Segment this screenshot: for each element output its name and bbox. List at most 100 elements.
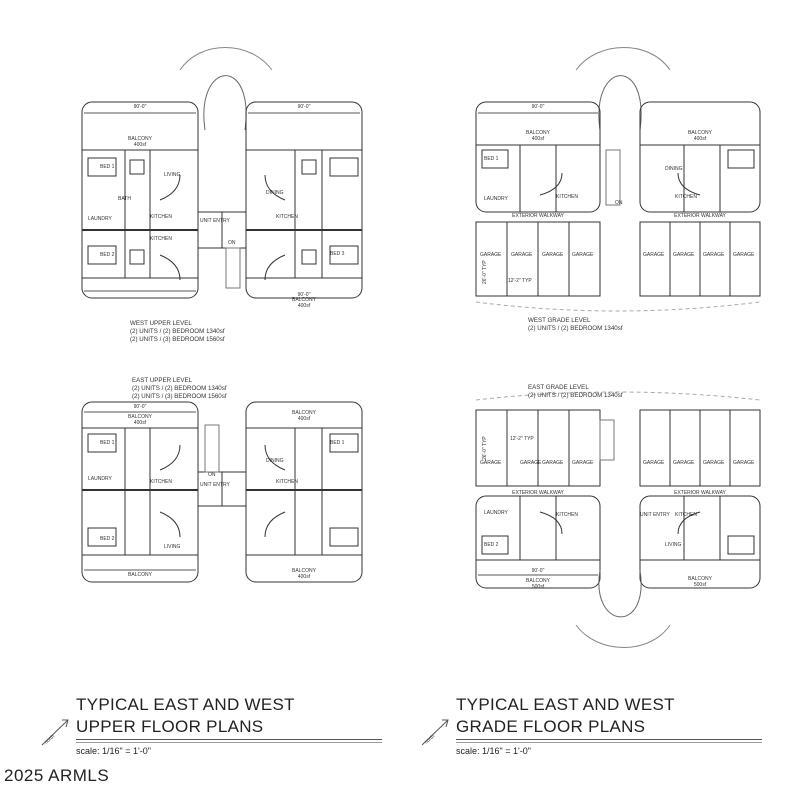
plan-caption: (2) UNITS / (2) BEDROOM 1340sf — [528, 325, 623, 332]
room-label: KITCHEN — [556, 512, 578, 518]
walkway-label: EXTERIOR WALKWAY — [512, 490, 564, 496]
entry-arch — [598, 75, 642, 131]
right-title-line1: TYPICAL EAST AND WEST — [456, 695, 675, 714]
garage-label: GARAGE — [542, 460, 564, 466]
balcony-area: 500sf — [532, 584, 545, 590]
balcony-area: 400sf — [532, 136, 545, 142]
balcony-area: 400sf — [298, 416, 311, 422]
balcony-label: BALCONY — [128, 136, 153, 142]
garage-label: GARAGE — [643, 252, 665, 258]
room-label: BATH — [118, 196, 131, 202]
room-label: UNIT ENTRY — [640, 512, 670, 518]
north-label: north — [43, 733, 56, 745]
entry-arch — [203, 75, 247, 131]
garage-label: GARAGE — [511, 252, 533, 258]
garage-label: GARAGE — [643, 460, 665, 466]
room-label: BED 2 — [100, 252, 115, 258]
room-label: BED 2 — [484, 542, 499, 548]
room-label: BED 1 — [330, 440, 345, 446]
room-label: LAUNDRY — [484, 510, 508, 516]
room-label: DINING — [266, 458, 284, 464]
dimension-label: 90'-0" — [532, 568, 545, 574]
garage-label: GARAGE — [542, 252, 564, 258]
balcony-area: 400sf — [694, 136, 707, 142]
east-grade-plan — [475, 391, 761, 648]
plan-caption: (2) UNITS / (3) BEDROOM 1560sf — [130, 336, 225, 343]
room-label: UNIT ENTRY — [200, 218, 230, 224]
walkway-label: EXTERIOR WALKWAY — [674, 490, 726, 496]
plan-caption: EAST UPPER LEVEL — [132, 377, 193, 384]
room-label: BED 1 — [100, 164, 115, 170]
room-label: KITCHEN — [150, 479, 172, 485]
north-arrow-icon — [41, 719, 69, 746]
balcony-area: 400sf — [298, 303, 311, 309]
west-upper-plan — [81, 47, 363, 299]
room-label: BED 1 — [484, 156, 499, 162]
balcony-label: BALCONY — [526, 578, 551, 584]
room-label: KITCHEN — [276, 479, 298, 485]
room-label: KITCHEN — [150, 236, 172, 242]
title-underline — [456, 742, 762, 743]
room-label: DINING — [266, 190, 284, 196]
room-label: ON — [615, 200, 623, 206]
room-label: LAUNDRY — [484, 196, 508, 202]
garage-label: GARAGE — [572, 252, 594, 258]
balcony-area: 400sf — [298, 574, 311, 580]
balcony-label: BALCONY — [292, 410, 317, 416]
plan-caption: (2) UNITS / (2) BEDROOM 1340sf — [130, 328, 225, 335]
balcony-label: BALCONY — [688, 576, 713, 582]
dimension-label: 90'-0" — [298, 292, 311, 298]
room-label: BED 3 — [330, 251, 345, 257]
plan-caption: (2) UNITS / (2) BEDROOM 1340sf — [132, 385, 227, 392]
title-underline — [456, 739, 762, 740]
left-title-line2: UPPER FLOOR PLANS — [76, 717, 264, 736]
plan-caption: EAST GRADE LEVEL — [528, 384, 589, 391]
garage-label: GARAGE — [733, 460, 755, 466]
right-title-line2: GRADE FLOOR PLANS — [456, 717, 646, 736]
garage-label: GARAGE — [673, 252, 695, 258]
dimension-label: 26'-0" TYP — [482, 436, 488, 460]
dimension-label: 12'-2" TYP — [508, 278, 532, 284]
garage-label: GARAGE — [703, 252, 725, 258]
dimension-label: 26'-0" TYP — [482, 260, 488, 284]
room-label: LAUNDRY — [88, 216, 112, 222]
balcony-label: BALCONY — [526, 130, 551, 136]
dimension-label: 90'-0" — [298, 104, 311, 110]
plan-caption: (2) UNITS / (2) BEDROOM 1340sf — [528, 392, 623, 399]
left-scale-note: scale: 1/16" = 1'-0" — [76, 746, 151, 756]
plan-caption: WEST GRADE LEVEL — [528, 317, 591, 324]
garage-label: GARAGE — [733, 252, 755, 258]
balcony-label: BALCONY — [128, 572, 153, 578]
west-upper-right-building — [245, 101, 363, 299]
garage-label: GARAGE — [520, 460, 542, 466]
room-label: BED 1 — [100, 440, 115, 446]
room-label: ON — [208, 472, 216, 478]
title-underline — [76, 739, 382, 740]
west-grade-plan — [475, 47, 761, 312]
room-label: LIVING — [665, 542, 682, 548]
garage-label: GARAGE — [480, 252, 502, 258]
room-label: DINING — [665, 166, 683, 172]
right-scale-note: scale: 1/16" = 1'-0" — [456, 746, 531, 756]
right-title-block: TYPICAL EAST AND WEST GRADE FLOOR PLANS — [456, 694, 675, 738]
left-title-line1: TYPICAL EAST AND WEST — [76, 695, 295, 714]
room-label: LIVING — [164, 172, 181, 178]
copyright-watermark: 2025 ARMLS — [4, 766, 110, 785]
garage-label: GARAGE — [703, 460, 725, 466]
dimension-label: 90'-0" — [532, 104, 545, 110]
west-upper-left-building — [81, 101, 199, 299]
dimension-label: 12'-2" TYP — [510, 436, 534, 442]
room-label: LIVING — [164, 544, 181, 550]
dimension-label: 90'-0" — [134, 404, 147, 410]
walkway-label: EXTERIOR WALKWAY — [674, 213, 726, 219]
balcony-area: 400sf — [134, 142, 147, 148]
balcony-label: BALCONY — [292, 297, 317, 303]
balcony-area: 400sf — [134, 420, 147, 426]
plan-caption: WEST UPPER LEVEL — [130, 320, 192, 327]
balcony-label: BALCONY — [688, 130, 713, 136]
plan-caption: (2) UNITS / (3) BEDROOM 1560sf — [132, 393, 227, 400]
entry-arch — [598, 569, 642, 618]
balcony-label: BALCONY — [128, 414, 153, 420]
room-label: KITCHEN — [276, 214, 298, 220]
